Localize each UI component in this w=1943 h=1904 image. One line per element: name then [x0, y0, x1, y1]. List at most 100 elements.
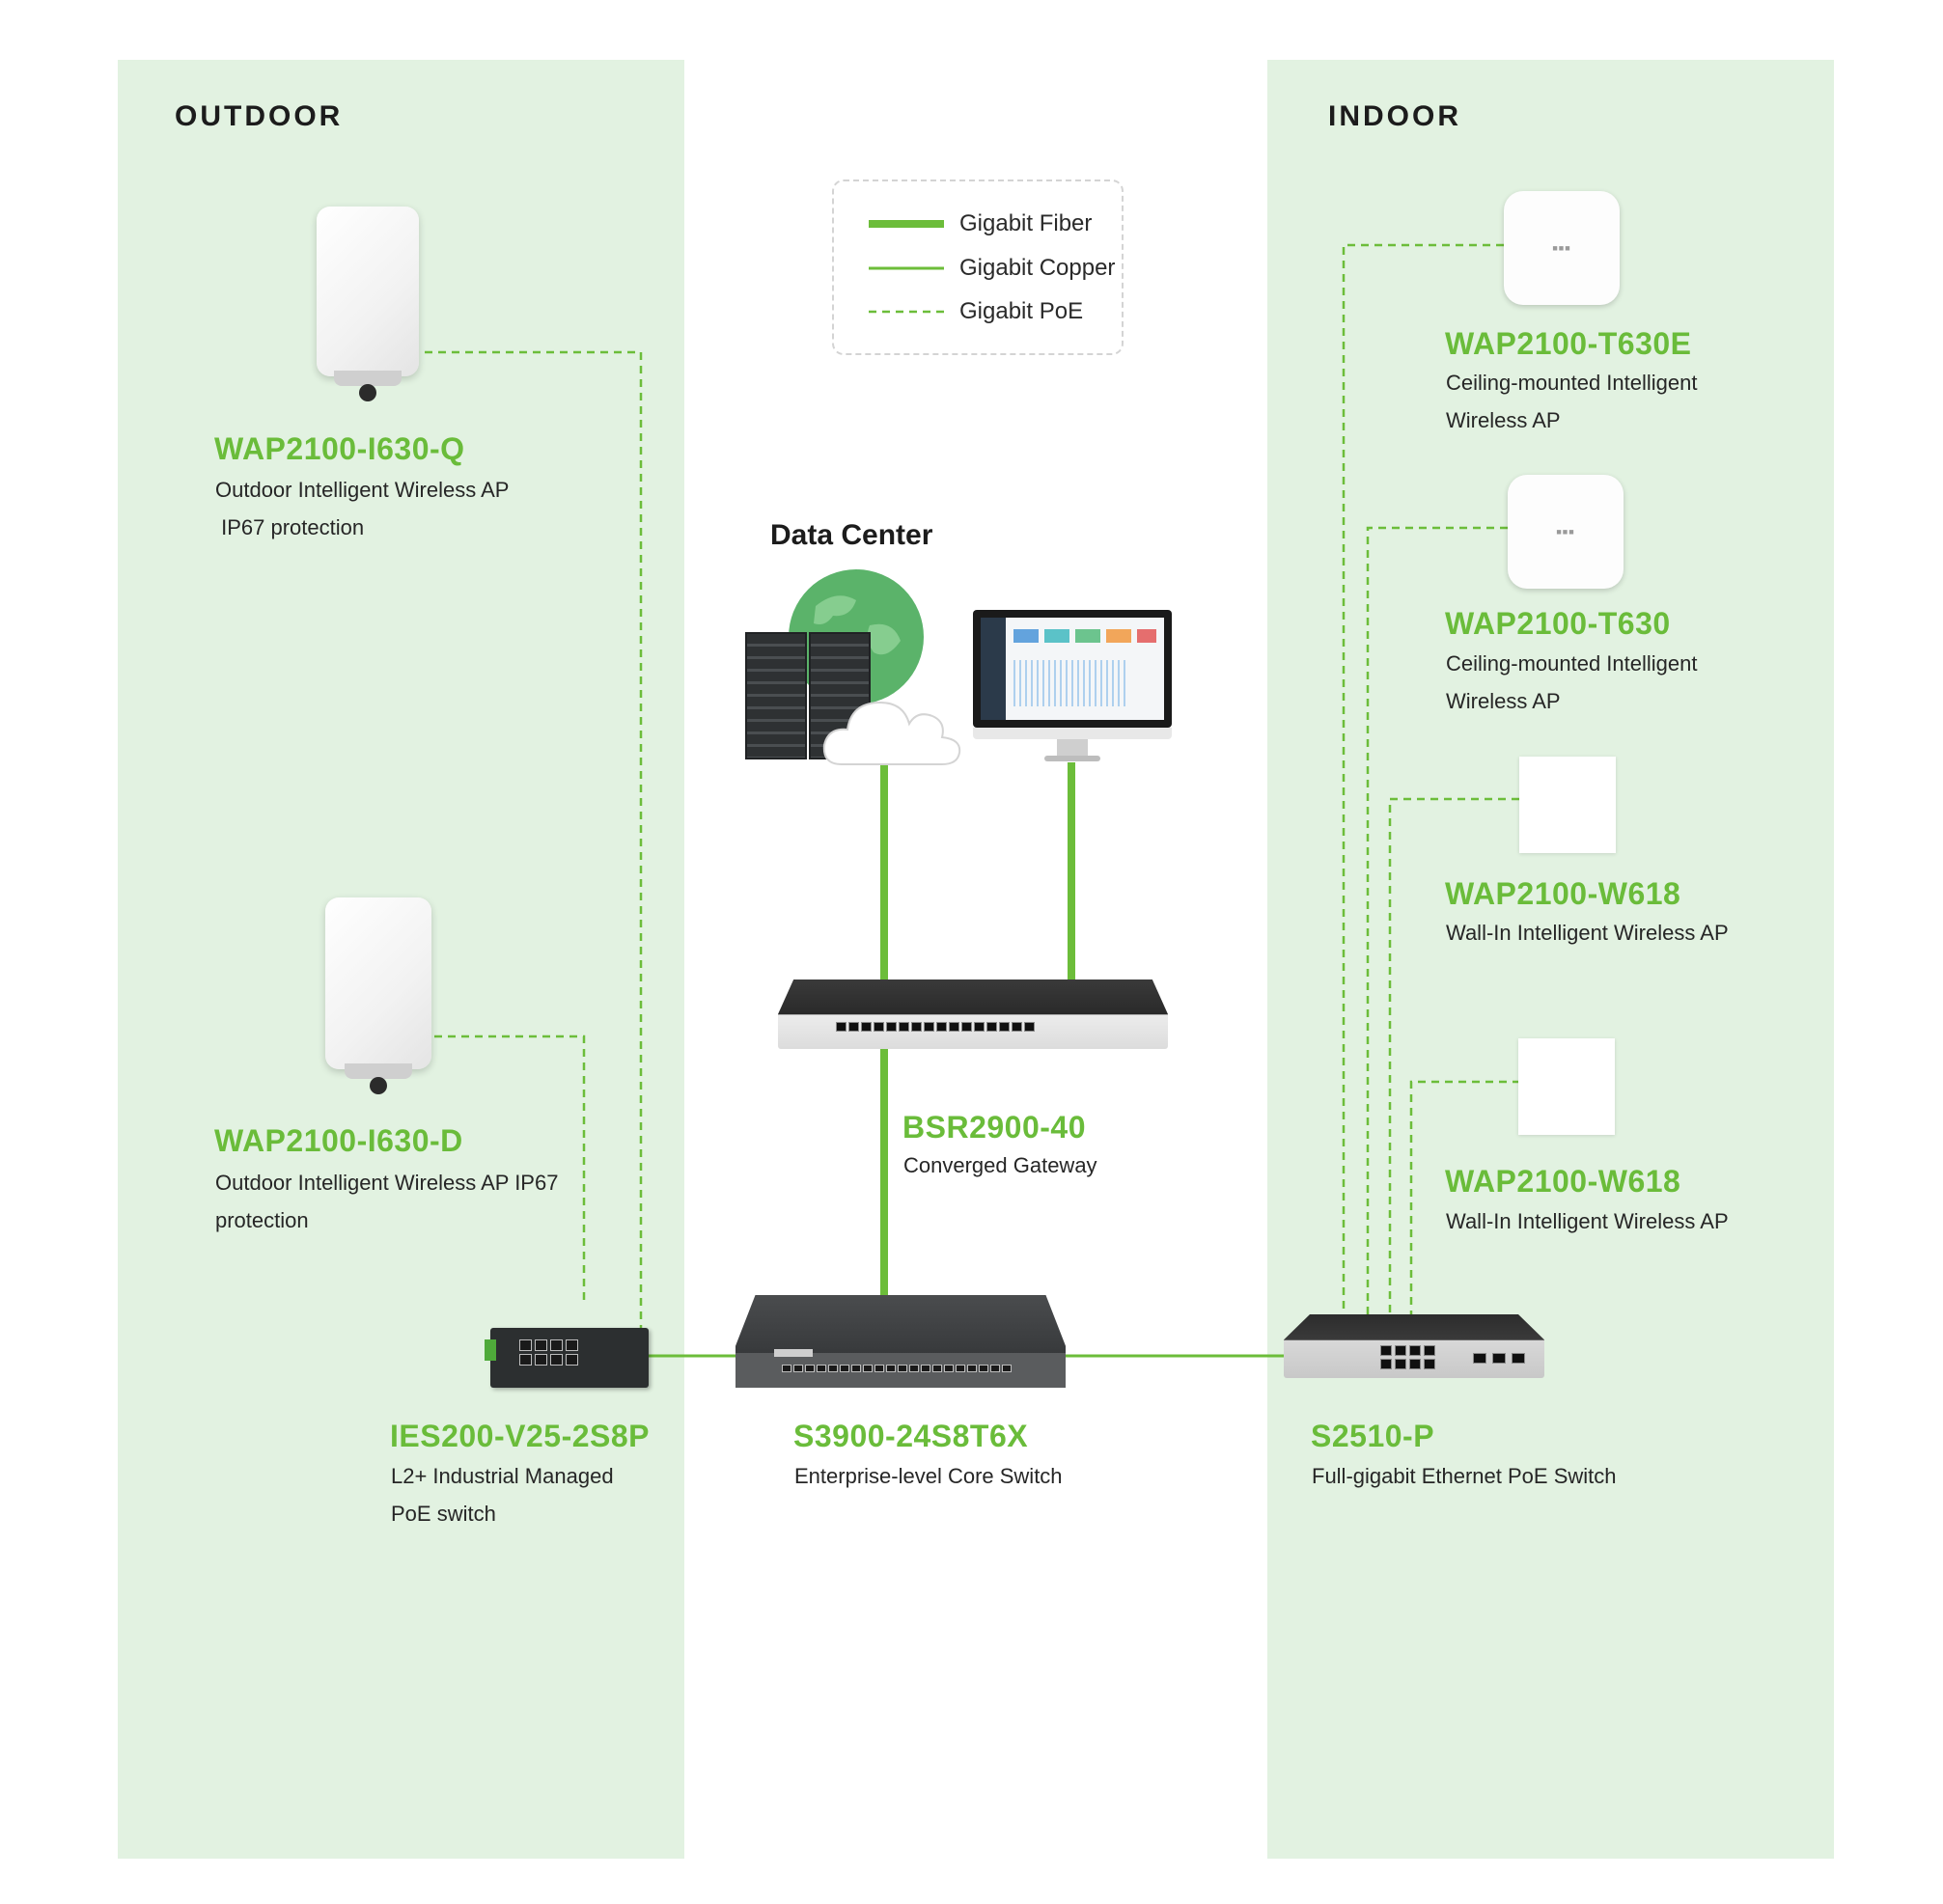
- port: [911, 1022, 922, 1032]
- port: [1492, 1353, 1506, 1364]
- core-switch-icon: [736, 1295, 1066, 1388]
- port: [1395, 1359, 1406, 1369]
- device-desc-line: IP67 protection: [215, 515, 365, 539]
- wall-ap-icon: [1518, 1038, 1615, 1135]
- ap-connector: [370, 1077, 387, 1094]
- port: [851, 1365, 861, 1372]
- poe-link-w618-a: [1388, 797, 1519, 1318]
- ceiling-ap-icon: ■■■: [1504, 191, 1620, 305]
- poe-switch-icon: [1284, 1314, 1544, 1378]
- device-name-wap2100-w618: WAP2100-W618: [1445, 876, 1681, 911]
- port: [1395, 1345, 1406, 1356]
- indoor-zone: [1267, 60, 1834, 1859]
- monitor-chin: [973, 728, 1172, 739]
- device-name-wap2100-w618: WAP2100-W618: [1445, 1164, 1681, 1199]
- legend-label: Gigabit Copper: [959, 255, 1116, 281]
- port: [566, 1354, 578, 1366]
- dashboard-card: [1075, 629, 1100, 643]
- device-desc-line: L2+ Industrial Managed: [391, 1464, 614, 1488]
- port: [921, 1365, 930, 1372]
- ap-mount-base: [334, 371, 402, 386]
- device-desc-line: Wireless AP: [1446, 408, 1561, 432]
- device-name-s2510-p: S2510-P: [1311, 1419, 1435, 1453]
- device-name-bsr2900-40: BSR2900-40: [902, 1110, 1086, 1145]
- port: [535, 1339, 547, 1351]
- legend-label: Gigabit Fiber: [959, 210, 1093, 236]
- dashboard-card: [1137, 629, 1156, 643]
- device-name-ies200: IES200-V25-2S8P: [390, 1419, 650, 1453]
- ap-connector: [359, 384, 376, 401]
- port: [566, 1339, 578, 1351]
- switch-logo: [774, 1349, 813, 1357]
- device-name-wap2100-t630: WAP2100-T630: [1445, 606, 1671, 641]
- port: [898, 1365, 907, 1372]
- legend-item-poe: Gigabit PoE: [869, 294, 1083, 329]
- device-desc-line: Enterprise-level Core Switch: [794, 1464, 1063, 1488]
- outdoor-ap-icon: [325, 897, 431, 1094]
- device-desc-line: Outdoor Intelligent Wireless AP: [215, 478, 510, 502]
- port: [519, 1354, 532, 1366]
- legend-item-fiber: Gigabit Fiber: [869, 207, 1092, 241]
- port: [861, 1022, 872, 1032]
- port: [793, 1365, 803, 1372]
- port: [828, 1365, 838, 1372]
- port: [550, 1339, 563, 1351]
- port: [1024, 1022, 1035, 1032]
- port: [1424, 1345, 1435, 1356]
- data-center-title: Data Center: [770, 519, 933, 551]
- port: [932, 1365, 942, 1372]
- device-desc-line: Wall-In Intelligent Wireless AP: [1446, 921, 1729, 945]
- port: [899, 1022, 909, 1032]
- server-rack-icon: [745, 632, 807, 759]
- port: [886, 1022, 897, 1032]
- device-desc-line: Outdoor Intelligent Wireless AP IP67: [215, 1171, 559, 1195]
- ap-brand-mark: ■■■: [1552, 243, 1571, 253]
- port: [944, 1365, 954, 1372]
- legend: Gigabit Fiber Gigabit Copper Gigabit PoE: [832, 179, 1124, 355]
- device-desc-line: Full-gigabit Ethernet PoE Switch: [1312, 1464, 1617, 1488]
- poe-link-i630d: [434, 1035, 586, 1301]
- port: [1002, 1365, 1012, 1372]
- dashboard-card: [1013, 629, 1039, 643]
- port: [949, 1022, 959, 1032]
- outdoor-zone-title: OUTDOOR: [175, 100, 344, 132]
- port: [1424, 1359, 1435, 1369]
- port: [909, 1365, 919, 1372]
- monitor-stand: [1057, 739, 1088, 757]
- port: [1380, 1359, 1392, 1369]
- switch-ports: [519, 1339, 578, 1366]
- port: [874, 1365, 884, 1372]
- port: [956, 1365, 965, 1372]
- monitor-icon: [973, 610, 1172, 728]
- port: [1012, 1022, 1022, 1032]
- port: [1473, 1353, 1486, 1364]
- device-desc-line: Converged Gateway: [903, 1153, 1097, 1177]
- din-rail-clip: [485, 1339, 496, 1361]
- device-desc-line: PoE switch: [391, 1502, 496, 1526]
- switch-ports: [782, 1365, 1012, 1372]
- poe-line-swatch: [869, 310, 944, 314]
- monitor-foot: [1044, 756, 1100, 761]
- port: [990, 1365, 1000, 1372]
- port: [1380, 1345, 1392, 1356]
- port: [848, 1022, 859, 1032]
- device-name-s3900: S3900-24S8T6X: [793, 1419, 1029, 1453]
- port: [836, 1022, 847, 1032]
- port: [519, 1339, 532, 1351]
- device-desc-line: Ceiling-mounted Intelligent: [1446, 371, 1698, 395]
- port: [840, 1365, 849, 1372]
- dashboard-screen: [981, 618, 1164, 720]
- port: [863, 1365, 873, 1372]
- uplink-ports: [1473, 1353, 1525, 1364]
- outdoor-ap-icon: [317, 207, 419, 401]
- ceiling-ap-icon: ■■■: [1508, 475, 1624, 589]
- port: [974, 1022, 985, 1032]
- port: [782, 1365, 791, 1372]
- port: [550, 1354, 563, 1366]
- device-name-wap2100-t630e: WAP2100-T630E: [1445, 326, 1692, 361]
- dashboard-sidebar: [981, 618, 1006, 720]
- cloud-icon: [822, 701, 961, 765]
- fiber-line-swatch: [869, 220, 944, 228]
- gateway-ports: [836, 1022, 1035, 1032]
